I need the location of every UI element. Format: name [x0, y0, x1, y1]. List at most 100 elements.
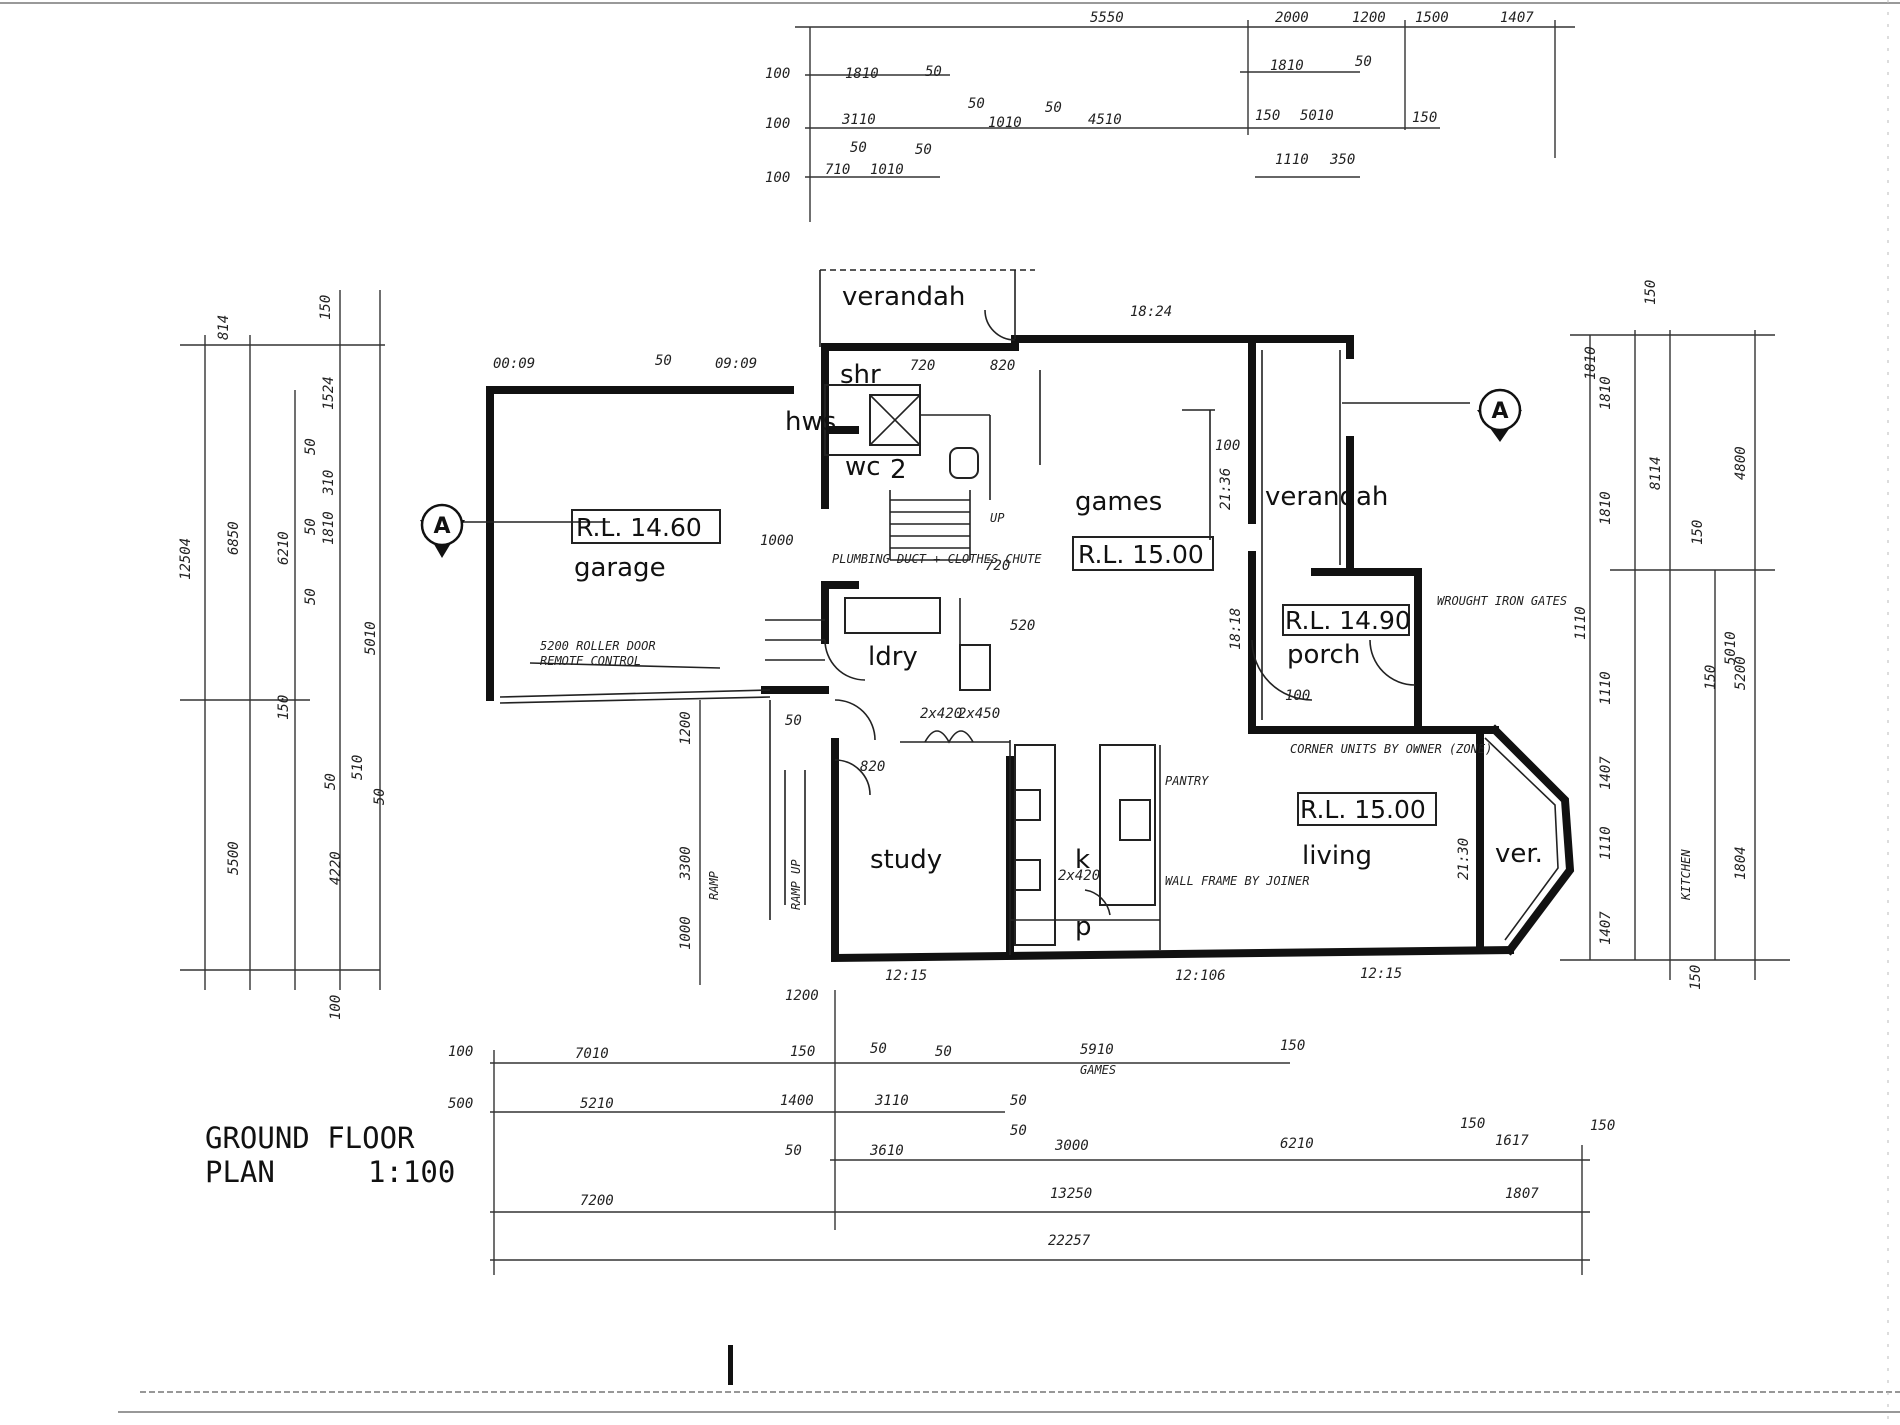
svg-text:3110: 3110 — [874, 1093, 909, 1109]
svg-text:4800: 4800 — [1733, 446, 1749, 480]
svg-text:1400: 1400 — [780, 1093, 814, 1109]
svg-text:1407: 1407 — [1500, 10, 1534, 26]
svg-text:50: 50 — [1355, 54, 1372, 70]
svg-text:3300: 3300 — [678, 846, 694, 881]
svg-text:1524: 1524 — [321, 376, 337, 410]
svg-text:12504: 12504 — [178, 538, 194, 580]
svg-text:710: 710 — [825, 162, 850, 178]
svg-text:50: 50 — [935, 1044, 952, 1060]
room-garage: garage — [574, 553, 666, 583]
svg-text:6210: 6210 — [276, 531, 292, 565]
svg-text:13250: 13250 — [1050, 1186, 1092, 1202]
svg-text:150: 150 — [276, 695, 292, 720]
svg-text:5010: 5010 — [1300, 108, 1334, 124]
svg-text:00:09: 00:09 — [493, 356, 535, 372]
room-pantry: p — [1075, 912, 1092, 942]
svg-text:1200: 1200 — [678, 711, 694, 745]
svg-text:6210: 6210 — [1280, 1136, 1314, 1152]
dimension-text: 5550 2000 1200 1500 1407 100 1810 50 181… — [178, 10, 1749, 1249]
svg-text:1110: 1110 — [1573, 606, 1589, 640]
room-verandah-right: verandah — [1265, 482, 1388, 512]
svg-text:100: 100 — [328, 995, 344, 1020]
svg-text:720: 720 — [985, 558, 1010, 574]
svg-text:50: 50 — [1045, 100, 1062, 116]
svg-text:1110: 1110 — [1598, 671, 1614, 705]
svg-text:150: 150 — [1643, 280, 1659, 305]
svg-text:1810: 1810 — [1270, 58, 1304, 74]
svg-text:50: 50 — [303, 588, 319, 605]
level-garage: R.L. 14.60 — [576, 513, 702, 542]
room-study: study — [870, 845, 942, 875]
svg-text:5010: 5010 — [1723, 631, 1739, 665]
svg-text:820: 820 — [860, 759, 885, 775]
svg-text:3110: 3110 — [841, 112, 876, 128]
svg-text:4510: 4510 — [1088, 112, 1122, 128]
room-hws: hws — [785, 407, 836, 437]
note-remote: REMOTE CONTROL — [540, 654, 641, 668]
title-line1: GROUND FLOOR — [205, 1121, 415, 1155]
svg-text:100: 100 — [1215, 438, 1240, 454]
svg-text:100: 100 — [765, 66, 790, 82]
annotations: PLUMBING DUCT + CLOTHES CHUTE 5200 ROLLE… — [540, 511, 1693, 1077]
svg-text:150: 150 — [1703, 665, 1719, 690]
svg-text:6850: 6850 — [226, 521, 242, 555]
svg-text:150: 150 — [1460, 1116, 1485, 1132]
svg-text:1617: 1617 — [1495, 1133, 1529, 1149]
svg-text:1810: 1810 — [1583, 346, 1599, 380]
svg-text:150: 150 — [1690, 520, 1706, 545]
walls — [486, 335, 1575, 963]
room-kitchen: k — [1075, 845, 1090, 875]
svg-text:5210: 5210 — [580, 1096, 614, 1112]
svg-text:50: 50 — [870, 1041, 887, 1057]
svg-text:1810: 1810 — [321, 511, 337, 545]
svg-text:1010: 1010 — [988, 115, 1022, 131]
svg-text:3610: 3610 — [869, 1143, 904, 1159]
svg-text:1804: 1804 — [1733, 846, 1749, 880]
svg-text:1407: 1407 — [1598, 756, 1614, 790]
svg-text:A: A — [433, 514, 450, 539]
section-marker-left: A — [420, 503, 465, 558]
svg-text:50: 50 — [303, 438, 319, 455]
svg-text:22257: 22257 — [1048, 1233, 1091, 1249]
svg-text:18:24: 18:24 — [1130, 304, 1172, 320]
note-up: UP — [990, 511, 1005, 525]
svg-text:820: 820 — [990, 358, 1015, 374]
svg-text:150: 150 — [790, 1044, 815, 1060]
room-wc-number: 2 — [890, 455, 907, 485]
plan-title: GROUND FLOOR PLAN 1:100 — [205, 1121, 455, 1189]
svg-text:50: 50 — [655, 353, 672, 369]
svg-text:50: 50 — [968, 96, 985, 112]
svg-text:2x420: 2x420 — [920, 706, 962, 722]
note-kitchen: KITCHEN — [1679, 849, 1693, 901]
note-ramp: RAMP — [707, 870, 721, 900]
room-labels: verandah shr hws wc 2 garage games veran… — [574, 282, 1543, 942]
note-ramp-up: RAMP UP — [789, 859, 803, 910]
note-pantry: PANTRY — [1165, 774, 1209, 788]
level-games: R.L. 15.00 — [1078, 540, 1204, 569]
room-shr: shr — [840, 360, 881, 390]
note-plumbing: PLUMBING DUCT + CLOTHES CHUTE — [832, 552, 1042, 566]
section-marker-right: A — [1477, 388, 1522, 442]
svg-text:1200: 1200 — [1352, 10, 1386, 26]
svg-text:12:15: 12:15 — [885, 968, 927, 984]
svg-text:1200: 1200 — [785, 988, 819, 1004]
svg-text:50: 50 — [925, 64, 942, 80]
svg-text:50: 50 — [915, 142, 932, 158]
svg-text:50: 50 — [323, 773, 339, 790]
svg-text:5910: 5910 — [1080, 1042, 1114, 1058]
svg-text:5550: 5550 — [1090, 10, 1124, 26]
svg-text:50: 50 — [785, 1143, 802, 1159]
svg-text:A: A — [1491, 399, 1508, 424]
svg-text:1110: 1110 — [1275, 152, 1309, 168]
svg-text:50: 50 — [303, 518, 319, 535]
room-porch: porch — [1287, 640, 1360, 670]
svg-text:1810: 1810 — [1598, 376, 1614, 410]
svg-text:100: 100 — [765, 170, 790, 186]
svg-text:1807: 1807 — [1505, 1186, 1539, 1202]
level-porch: R.L. 14.90 — [1285, 606, 1411, 635]
svg-text:50: 50 — [785, 713, 802, 729]
svg-text:1407: 1407 — [1598, 911, 1614, 945]
svg-text:100: 100 — [765, 116, 790, 132]
svg-text:510: 510 — [350, 755, 366, 780]
room-ldry: ldry — [868, 642, 918, 672]
